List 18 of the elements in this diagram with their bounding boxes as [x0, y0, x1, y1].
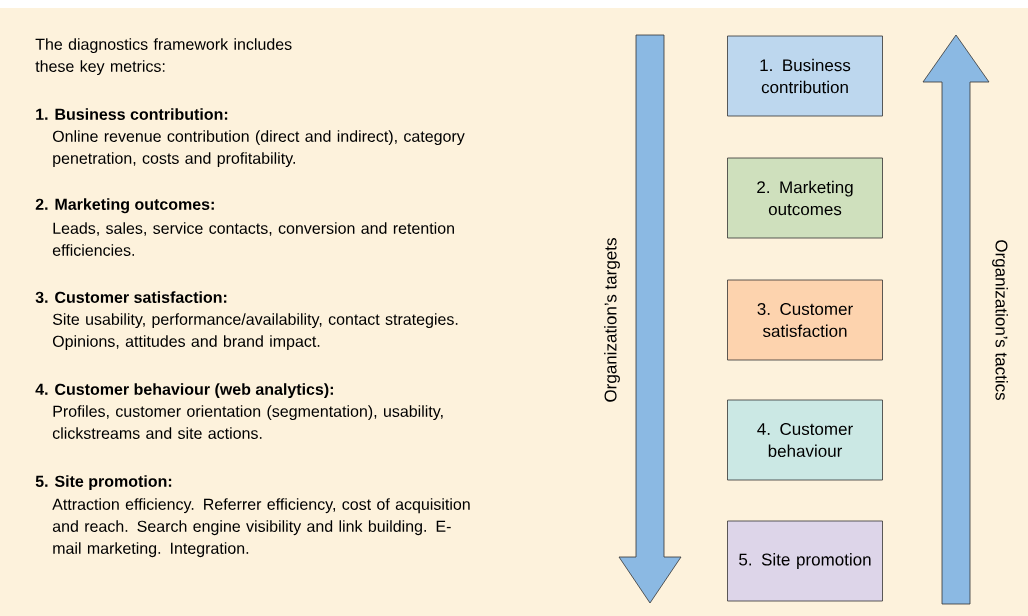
arrow-label: Organization’s targets — [604, 238, 620, 402]
metric-description: Leads, sales, service contacts, conversion and retention efficiencies. — [52, 222, 454, 256]
metric-heading: 5. Site promotion: — [35, 475, 172, 491]
metric-description: Profiles, customer orientation (segmentation), usability, clickstreams and site actions. — [52, 405, 443, 439]
metric-heading: 4. Customer behaviour (web analytics): — [35, 383, 333, 399]
metric-box: 5. Site promotion — [727, 520, 883, 602]
metric-box: 2. Marketing outcomes — [727, 157, 883, 239]
arrow-label: Organization’s tactics — [992, 240, 1008, 400]
metric-heading: 3. Customer satisfaction: — [35, 291, 227, 303]
metric-heading: 1. Business contribution: — [36, 108, 228, 120]
metric-description: Online revenue contribution (direct and indirect), category penetration, costs and profitability. — [52, 130, 465, 168]
metric-box: 1. Business contribution — [727, 35, 883, 117]
metric-description: Site usability, performance/availability, contact strategies. Opinions, attitudes and brand impact. — [52, 313, 458, 351]
metric-description: Attraction efficiency. Referrer efficiency, cost of acquisition and reach. Search engine visibility and link building. E-mail marketing. Integration. — [52, 498, 470, 558]
metric-box: 3. Customer satisfaction — [727, 279, 883, 361]
metric-box: 4. Customer behaviour — [727, 399, 883, 481]
intro-text: The diagnostics framework includes these key metrics: — [35, 38, 292, 76]
metric-heading: 2. Marketing outcomes: — [35, 198, 214, 214]
